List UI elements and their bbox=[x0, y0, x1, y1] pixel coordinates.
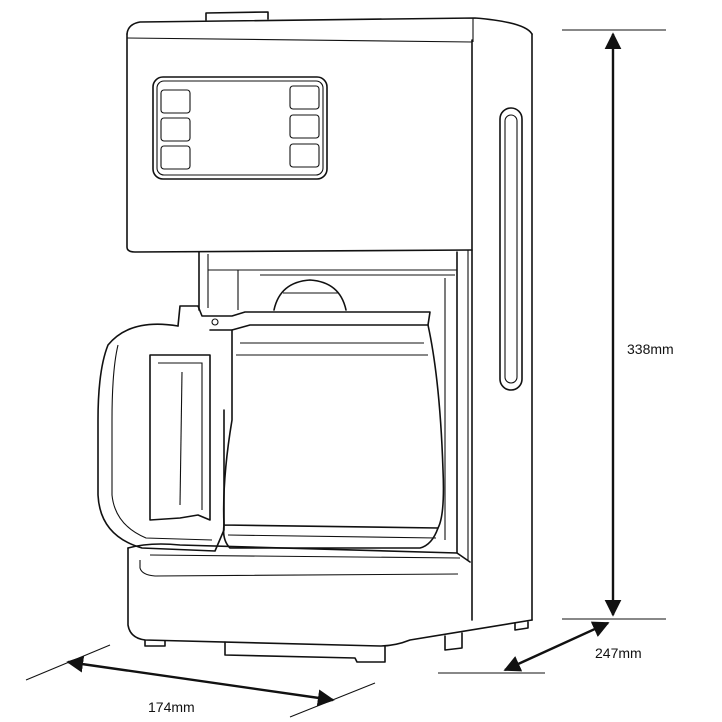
depth-dimension bbox=[438, 618, 666, 674]
height-label: 338mm bbox=[627, 341, 674, 357]
height-dimension bbox=[562, 29, 666, 620]
width-label: 174mm bbox=[148, 699, 195, 715]
depth-label: 247mm bbox=[595, 645, 642, 661]
width-dimension bbox=[25, 644, 376, 718]
coffee-maker-illustration bbox=[97, 11, 533, 663]
